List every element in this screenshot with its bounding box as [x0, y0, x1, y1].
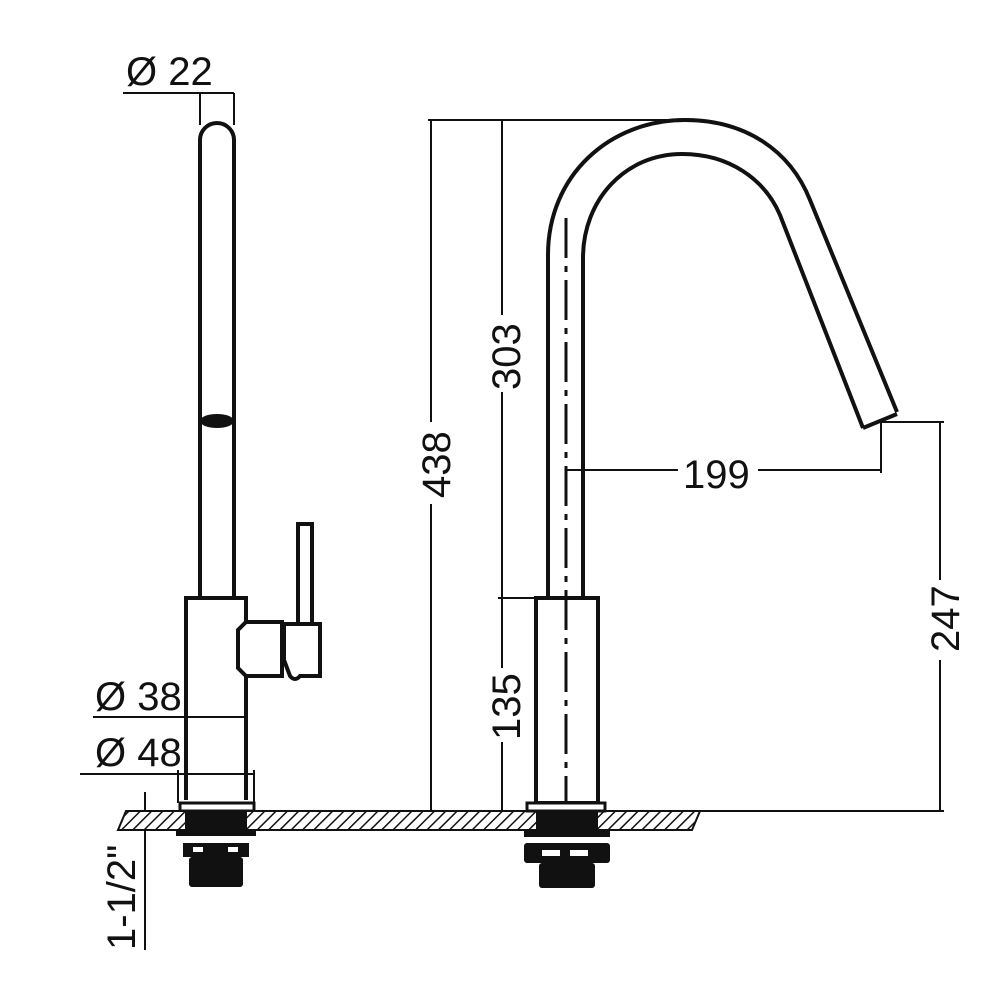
dimension-body-diameter: Ø 38: [95, 675, 182, 719]
side-view: Ø 22 Ø 38 Ø 48 1-1/2": [80, 50, 322, 950]
dimension-total-height: 438: [415, 431, 459, 498]
dimension-base-diameter: Ø 48: [95, 731, 182, 775]
dimension-spout-diameter: Ø 22: [126, 50, 213, 94]
dimension-thread-size: 1-1/2": [100, 845, 144, 950]
front-view-dimensions: 438 303 135 199 247: [415, 119, 968, 812]
dimension-outlet-height: 247: [924, 585, 968, 652]
side-view-mounting: [176, 811, 256, 887]
dimension-body-height: 135: [485, 673, 529, 740]
dimension-spout-height: 303: [485, 323, 529, 390]
dimension-reach: 199: [683, 453, 750, 497]
aerator-mark: [200, 414, 234, 428]
front-view-mounting: [524, 811, 610, 888]
